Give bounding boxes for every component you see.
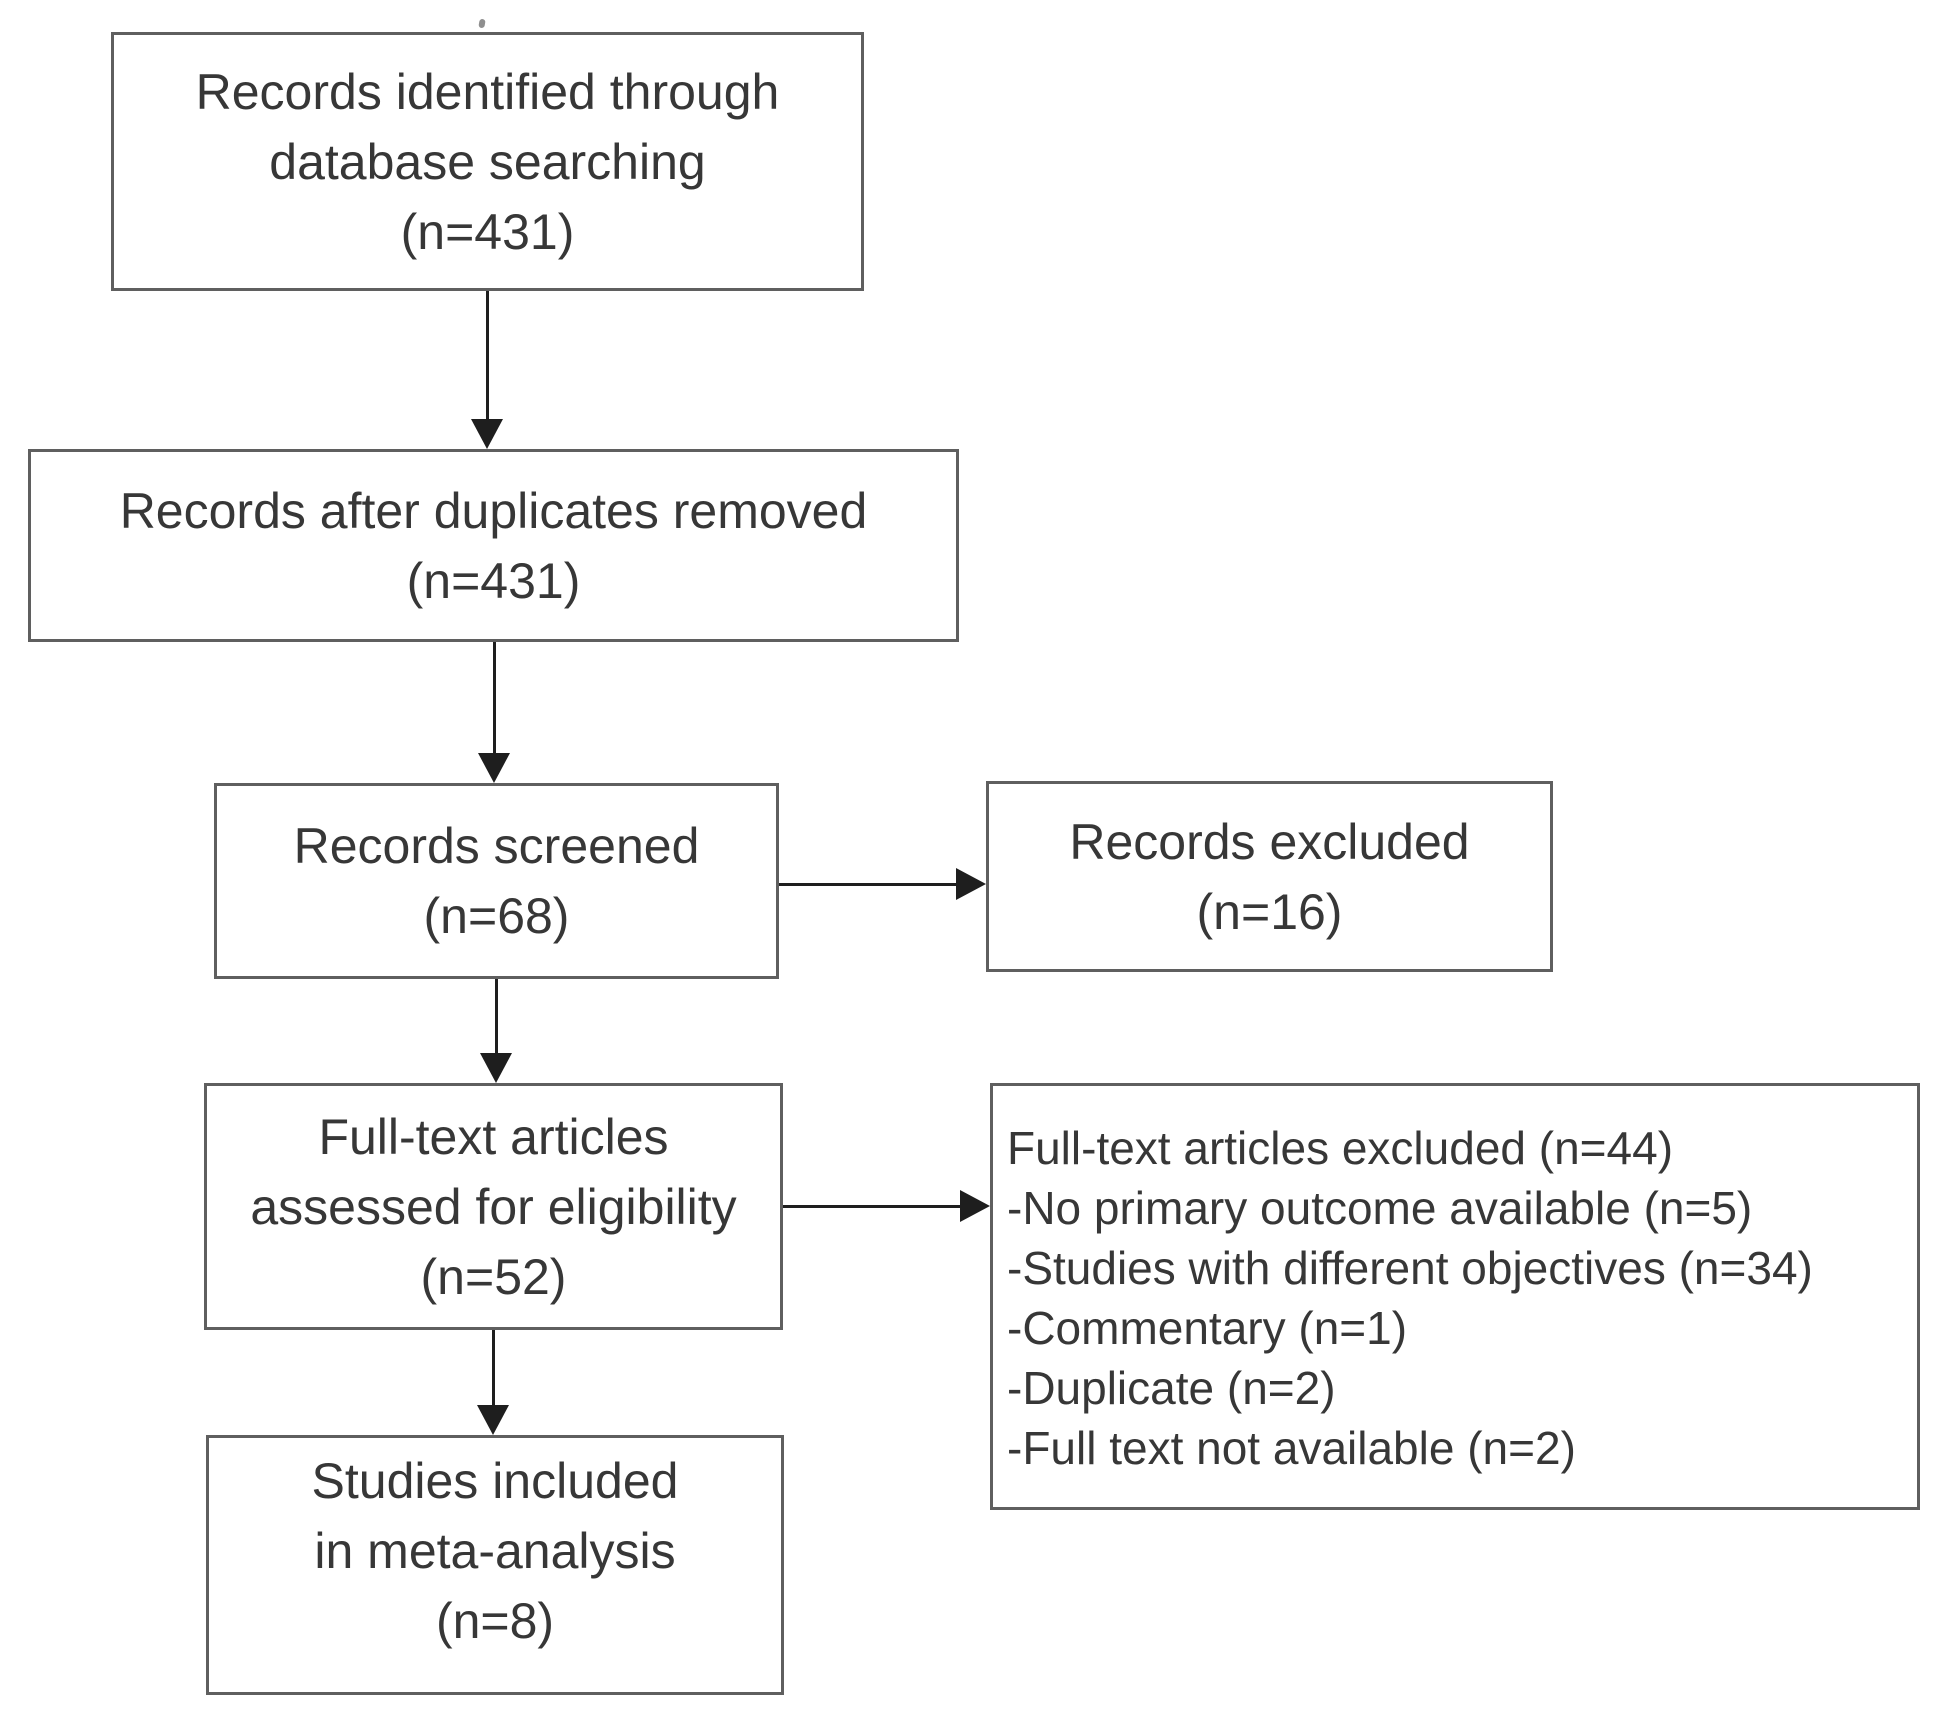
arrowhead-right-icon <box>956 868 986 900</box>
box-text-line: Records after duplicates removed <box>119 482 868 539</box>
box-studies-included: Studies included in meta-analysis (n=8) <box>206 1435 784 1695</box>
arrow-shaft <box>494 979 498 1057</box>
box-text-line: -Duplicate (n=2) <box>1007 1362 1336 1414</box>
box-text-line: -Commentary (n=1) <box>1007 1302 1408 1354</box>
box-text-line: (n=431) <box>406 552 581 609</box>
arrowhead-down-icon <box>478 753 510 783</box>
arrow-shaft <box>492 642 496 757</box>
box-text-line: assessed for eligibility <box>250 1178 737 1235</box>
arrow-eligibility-to-included <box>477 1330 509 1435</box>
arrow-screening-to-excluded <box>779 868 986 900</box>
arrow-shaft <box>779 882 960 886</box>
arrow-screening-to-eligibility <box>480 979 512 1083</box>
box-text-line: -Full text not available (n=2) <box>1007 1422 1576 1474</box>
box-text-line: Studies included <box>311 1453 679 1509</box>
arrowhead-down-icon <box>480 1053 512 1083</box>
box-text-line: in meta-analysis <box>314 1523 676 1579</box>
arrowhead-down-icon <box>471 419 503 449</box>
box-text-line: Full-text articles <box>318 1108 669 1165</box>
box-text-line: (n=8) <box>435 1593 555 1649</box>
box-text-line: -No primary outcome available (n=5) <box>1007 1182 1753 1234</box>
box-records-screened: Records screened (n=68) <box>214 783 779 979</box>
stray-mark <box>478 18 486 29</box>
arrow-shaft <box>783 1204 964 1208</box>
box-text-line: Records screened <box>293 818 700 874</box>
box-text-line: database searching <box>269 133 706 190</box>
arrow-identification-to-deduplication <box>471 291 503 449</box>
box-text-line: (n=52) <box>420 1248 567 1305</box>
box-text-line: Records identified through <box>195 63 780 120</box>
arrow-deduplication-to-screening <box>478 642 510 783</box>
box-fulltext-excluded: Full-text articles excluded (n=44) -No p… <box>990 1083 1920 1510</box>
box-text-line: (n=16) <box>1196 883 1343 940</box>
arrowhead-down-icon <box>477 1405 509 1435</box>
arrow-shaft <box>491 1330 495 1409</box>
box-text-line: (n=431) <box>400 203 575 260</box>
box-text-line: Full-text articles excluded (n=44) <box>1007 1122 1674 1174</box>
arrow-eligibility-to-excluded <box>783 1190 990 1222</box>
box-text-line: -Studies with different objectives (n=34… <box>1007 1242 1813 1294</box>
box-fulltext-assessed: Full-text articles assessed for eligibil… <box>204 1083 783 1330</box>
box-records-after-duplicates: Records after duplicates removed (n=431) <box>28 449 959 642</box>
arrow-shaft <box>485 291 489 423</box>
box-records-excluded: Records excluded (n=16) <box>986 781 1553 972</box>
box-records-identified: Records identified through database sear… <box>111 32 864 291</box>
box-text-line: (n=68) <box>423 888 570 944</box>
box-text-line: Records excluded <box>1069 813 1470 870</box>
arrowhead-right-icon <box>960 1190 990 1222</box>
